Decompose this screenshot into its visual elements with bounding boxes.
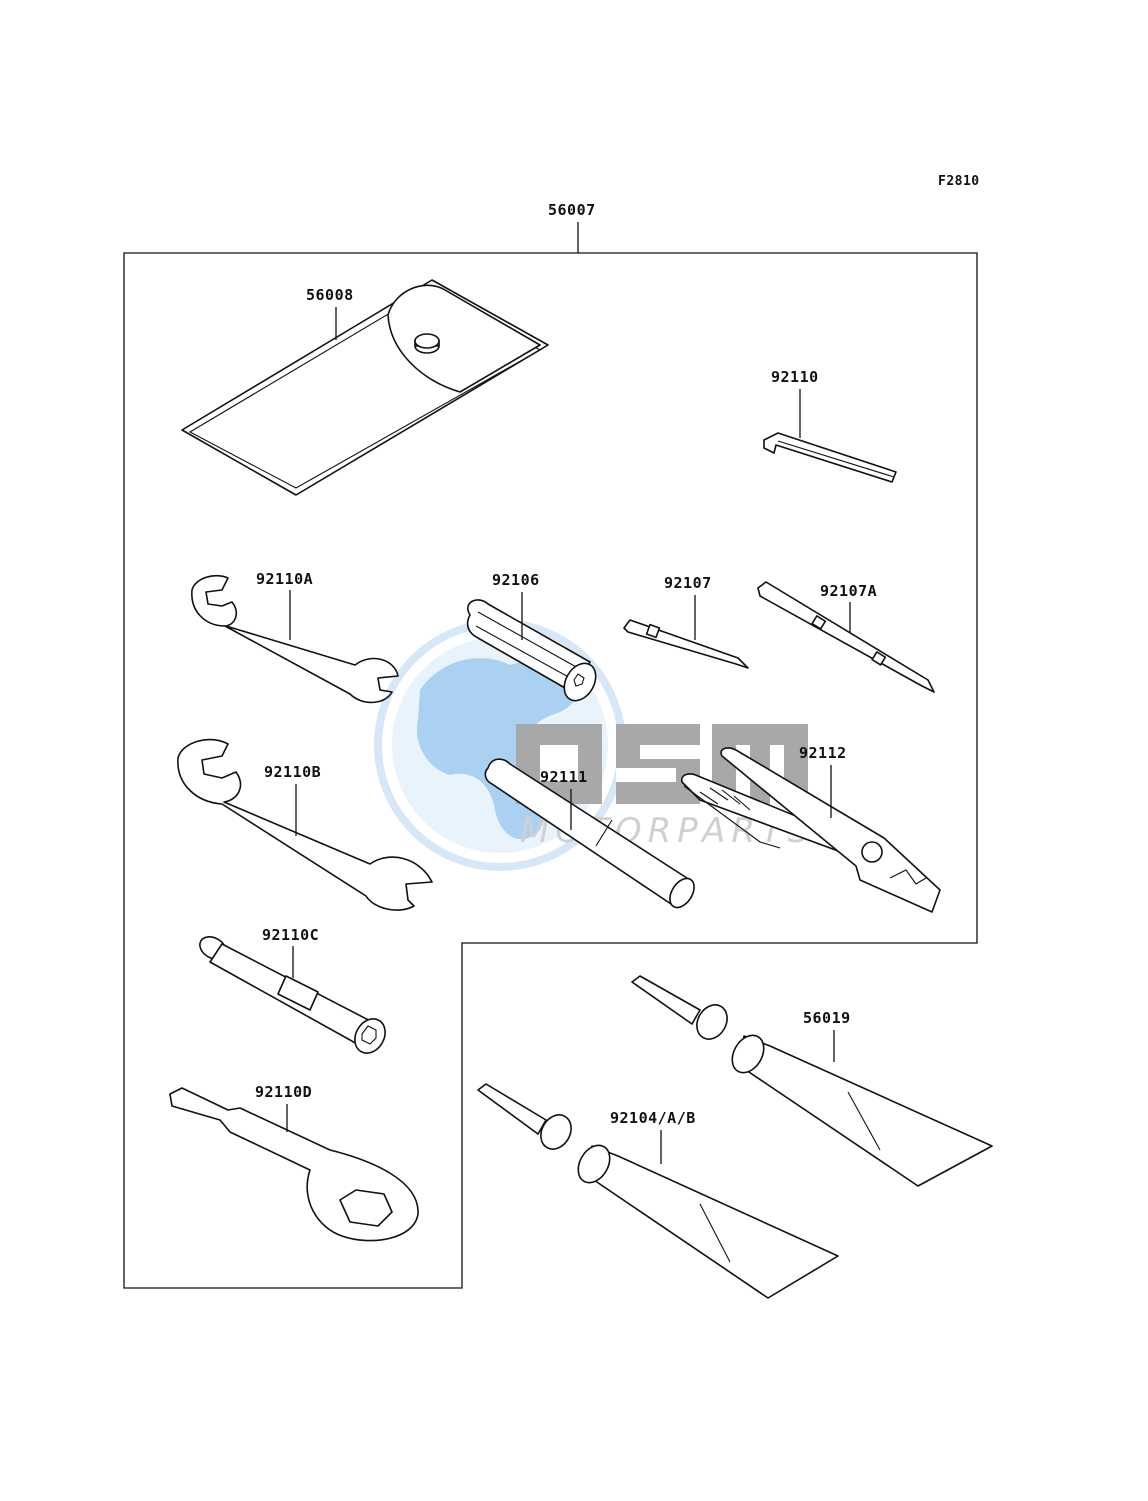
pouch-part (181, 279, 549, 496)
label-screwdriver-a: 92107A (820, 582, 877, 600)
assembly-label: 56007 (548, 201, 596, 219)
watermark-osm-letters (516, 724, 808, 804)
ring-wrench-d-part (169, 1087, 419, 1242)
kit-frame (123, 252, 978, 1289)
socket-wrench-c-part (199, 936, 386, 1054)
grease-tube-1-part (631, 975, 993, 1187)
grease-tube-2-part (477, 1083, 839, 1299)
wrench-a-part (191, 574, 399, 704)
label-ring-wrench-d: 92110D (255, 1083, 312, 1101)
label-socket-wrench-c: 92110C (262, 926, 319, 944)
label-wrench-a: 92110A (256, 570, 313, 588)
label-plug-tool: 92106 (492, 571, 540, 589)
label-hex-key: 92110 (771, 368, 819, 386)
label-extension-bar: 92111 (540, 768, 588, 786)
pliers-part (680, 747, 941, 913)
figure-id: F2810 (938, 174, 980, 189)
plug-tool-part (466, 599, 597, 702)
label-pouch: 56008 (306, 286, 354, 304)
label-screwdriver: 92107 (664, 574, 712, 592)
screwdriver-part (623, 619, 749, 669)
screwdriver-a-part (757, 581, 935, 693)
wrench-b-part (177, 738, 433, 911)
label-wrench-b: 92110B (264, 763, 321, 781)
extension-bar-part (484, 758, 695, 909)
hex-key-part (763, 432, 897, 483)
label-grease-tube-2: 92104/A/B (610, 1109, 696, 1127)
label-grease-tube-1: 56019 (803, 1009, 851, 1027)
label-pliers: 92112 (799, 744, 847, 762)
